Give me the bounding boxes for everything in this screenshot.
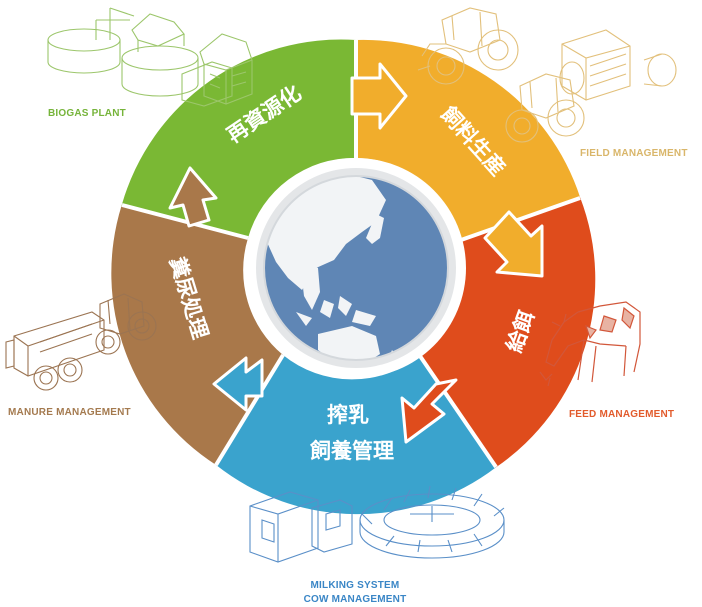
- caption-manure-management: MANURE MANAGEMENT: [8, 407, 131, 418]
- arrow-biogas-to-field: [350, 62, 408, 130]
- label-milking-line2: 飼養管理: [309, 439, 394, 463]
- globe-icon: [246, 158, 466, 378]
- label-milking-line1: 搾乳: [327, 403, 369, 427]
- cow-icon: [539, 301, 641, 387]
- caption-field-management: FIELD MANAGEMENT: [580, 148, 688, 159]
- arrow-feed-to-milking: [400, 378, 458, 444]
- arrow-field-to-feed: [483, 210, 544, 278]
- caption-feed-management: FEED MANAGEMENT: [569, 409, 675, 420]
- arrow-milking-to-manure: [212, 356, 264, 412]
- manure-tanker-icon: [5, 293, 157, 391]
- biogas-plant-icon: [47, 7, 253, 107]
- caption-milking-line2: COW MANAGEMENT: [303, 594, 407, 605]
- arrow-manure-to-biogas: [168, 166, 218, 228]
- caption-milking-system: MILKING SYSTEM COW MANAGEMENT: [292, 579, 418, 607]
- rotary-milking-parlor-icon: [249, 485, 505, 563]
- segment-feed: [420, 197, 596, 468]
- segment-dividers: [121, 40, 581, 469]
- caption-milking-line1: MILKING SYSTEM: [310, 580, 400, 591]
- segment-field: [356, 39, 581, 240]
- tractor-baler-icon: [417, 7, 677, 143]
- caption-biogas-plant: BIOGAS PLANT: [48, 108, 126, 119]
